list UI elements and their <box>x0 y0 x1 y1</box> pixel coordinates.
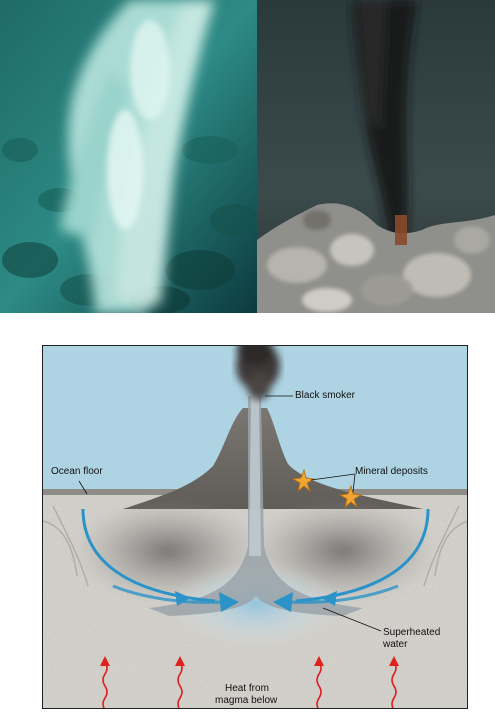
label-superheated-line1: Superheated <box>383 627 440 639</box>
label-mineral-deposits: Mineral deposits <box>355 466 428 478</box>
label-superheated-line2: water <box>383 639 440 651</box>
hydrothermal-vent-diagram: Black smoker Ocean floor Mineral deposit… <box>42 345 468 709</box>
label-ocean-floor: Ocean floor <box>51 466 103 478</box>
diagram-art <box>43 346 468 709</box>
white-smoker-photo <box>0 0 257 313</box>
label-heat-line2: magma below <box>215 695 277 707</box>
label-heat-line1: Heat from <box>215 683 277 695</box>
label-heat-from-magma: Heat from magma below <box>215 683 277 706</box>
label-superheated-water: Superheated water <box>383 627 440 650</box>
label-black-smoker: Black smoker <box>295 390 355 402</box>
black-smoker-photo <box>257 0 495 313</box>
